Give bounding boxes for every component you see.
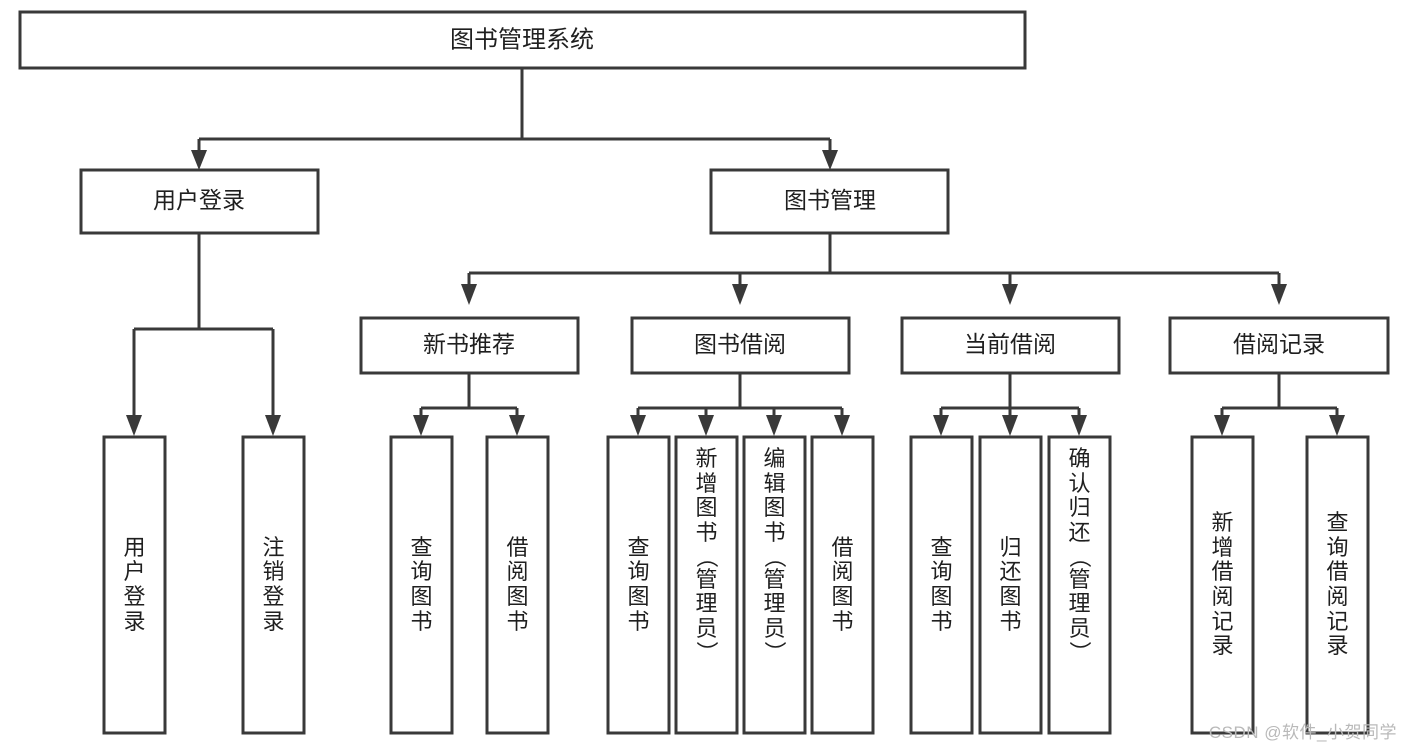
arrow-leaf-logout-login [265,415,281,436]
node-borrow-record-box[interactable] [1168,316,1390,375]
connector-layer [126,68,1345,436]
arrow-leaf-confirm-return [1071,415,1087,436]
node-borrow-record-label: 借阅记录 [1233,331,1325,357]
arrow-leaf-borrow-book-1 [509,415,525,436]
node-leaf-query-book-2-box[interactable] [606,435,671,735]
arrow-leaf-return-book [1002,415,1018,436]
node-root-box[interactable] [18,10,1027,70]
node-new-book-recommend[interactable]: 新书推荐 [359,316,580,375]
node-book-borrow-box[interactable] [630,316,851,375]
node-current-borrow[interactable]: 当前借阅 [900,316,1121,375]
arrow-leaf-add-book [698,415,714,436]
node-leaf-query-book-1-box[interactable] [389,435,454,735]
node-current-borrow-box[interactable] [900,316,1121,375]
arrow-new-book-recommend [461,284,477,305]
watermark-text: CSDN @软件_小贺同学 [1208,723,1397,742]
node-layer: 图书管理系统 用户登录 图书管理 新书推荐 图书借阅 当前 [18,10,1390,735]
arrow-book-borrow [732,284,748,305]
node-leaf-query-record-box[interactable] [1305,435,1370,735]
node-leaf-edit-book-box[interactable] [742,435,807,735]
arrow-leaf-user-login [126,415,142,436]
node-leaf-return-book-box[interactable] [978,435,1043,735]
node-book-borrow-label: 图书借阅 [694,331,786,357]
arrow-borrow-record [1271,284,1287,305]
node-user-login-box[interactable] [79,168,320,235]
arrow-leaf-add-record [1214,415,1230,436]
node-leaf-user-login-box[interactable] [102,435,167,735]
node-borrow-record[interactable]: 借阅记录 [1168,316,1390,375]
node-leaf-borrow-book-1-box[interactable] [485,435,550,735]
node-leaf-confirm-return-box[interactable] [1047,435,1112,735]
node-leaf-add-book-box[interactable] [674,435,739,735]
arrow-user-login [191,150,207,170]
node-leaf-borrow-book-2-box[interactable] [810,435,875,735]
node-book-management[interactable]: 图书管理 [709,168,950,235]
node-new-book-recommend-box[interactable] [359,316,580,375]
arrow-current-borrow [1002,284,1018,305]
node-root[interactable]: 图书管理系统 [18,10,1027,70]
node-book-management-box[interactable] [709,168,950,235]
node-leaf-add-record-box[interactable] [1190,435,1255,735]
node-new-book-recommend-label: 新书推荐 [423,331,515,357]
node-current-borrow-label: 当前借阅 [964,331,1056,357]
arrow-leaf-query-book-1 [413,415,429,436]
arrow-leaf-query-record [1329,415,1345,436]
arrow-book-management [822,150,838,170]
node-book-borrow[interactable]: 图书借阅 [630,316,851,375]
node-leaf-query-book-3-box[interactable] [909,435,974,735]
arrow-leaf-edit-book [766,415,782,436]
arrow-leaf-query-book-3 [933,415,949,436]
node-user-login-label: 用户登录 [153,187,245,213]
node-user-login[interactable]: 用户登录 [79,168,320,235]
node-book-management-label: 图书管理 [784,187,876,213]
node-root-label: 图书管理系统 [450,26,594,53]
arrow-leaf-borrow-book-2 [834,415,850,436]
arrow-leaf-query-book-2 [630,415,646,436]
node-leaf-logout-login-box[interactable] [241,435,306,735]
